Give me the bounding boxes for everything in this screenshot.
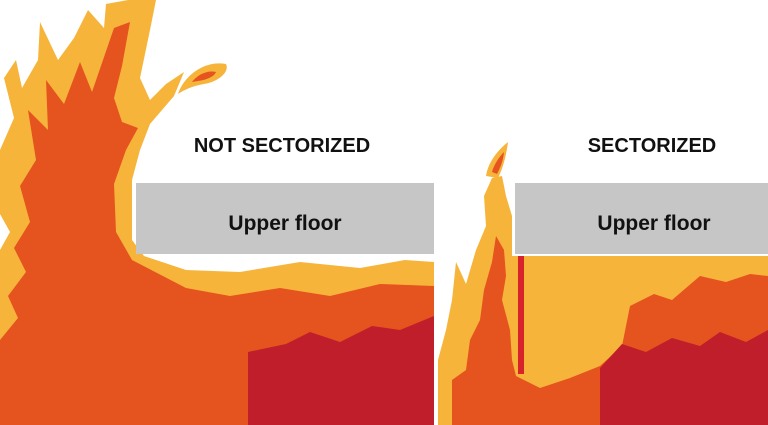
left-flame-mid	[0, 22, 434, 425]
right-flame-tongue	[486, 142, 508, 178]
left-panel: NOT SECTORIZED Upper floor	[0, 0, 434, 425]
right-flame-core	[600, 330, 768, 425]
right-flame-tongue-core	[492, 152, 504, 174]
left-ember-core	[192, 71, 216, 82]
right-panel: SECTORIZED Upper floor	[438, 135, 768, 425]
fire-barrier	[518, 256, 524, 374]
right-panel-title: SECTORIZED	[588, 135, 717, 157]
left-flame-core	[248, 316, 434, 425]
right-floor-label: Upper floor	[597, 212, 710, 235]
left-panel-title: NOT SECTORIZED	[194, 135, 370, 157]
left-floor-label: Upper floor	[228, 212, 341, 235]
right-upper-floor	[515, 183, 768, 254]
left-upper-floor	[136, 183, 434, 254]
